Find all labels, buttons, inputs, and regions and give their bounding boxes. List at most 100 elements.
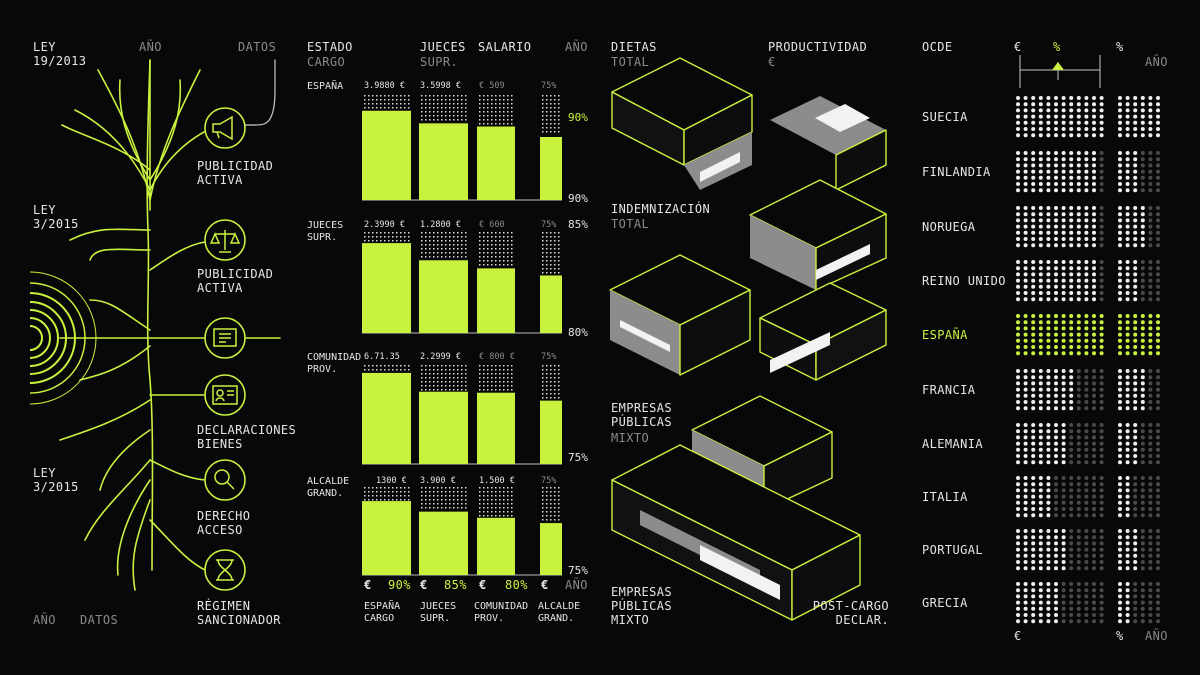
matrix-dot <box>1031 547 1036 552</box>
value-label: 2.2999 € <box>420 352 461 362</box>
bar-ghost-dot <box>465 365 467 367</box>
matrix-dot <box>1099 338 1104 343</box>
bar-ghost-dot <box>507 252 509 254</box>
matrix-dot <box>1156 314 1160 318</box>
matrix-dot <box>1054 553 1058 558</box>
bar-ghost-dot <box>461 119 463 121</box>
bar <box>419 391 468 464</box>
bar-ghost-dot <box>487 503 489 505</box>
matrix-dot <box>1061 606 1066 611</box>
matrix-dot <box>1133 175 1138 180</box>
matrix-dot <box>1118 175 1122 180</box>
matrix-dot <box>1069 441 1074 446</box>
bar-ghost-dot <box>433 499 435 501</box>
bar-ghost-dot <box>421 503 423 505</box>
matrix-dot <box>1084 320 1089 325</box>
bar-ghost-dot <box>429 107 431 109</box>
bar-ghost-dot <box>453 503 455 505</box>
matrix-dot <box>1061 553 1066 558</box>
matrix-dot <box>1023 175 1028 180</box>
bar-ghost-dot <box>376 95 378 97</box>
matrix-dot <box>1031 278 1036 283</box>
matrix-dot <box>1054 507 1058 511</box>
bar-ghost-dot <box>425 503 427 505</box>
bar-ghost-dot <box>479 491 481 493</box>
bar-ghost-dot <box>445 487 447 489</box>
matrix-dot <box>1023 163 1028 168</box>
matrix-dot <box>1023 600 1028 605</box>
matrix-dot <box>1084 488 1089 493</box>
bar-ghost-dot <box>554 511 556 513</box>
bar-ghost-dot <box>465 248 467 250</box>
matrix-dot <box>1023 266 1028 271</box>
bar-ghost-dot <box>445 244 447 246</box>
matrix-dot <box>1076 600 1081 605</box>
country-label: REINO UNIDO <box>922 274 1006 288</box>
bar-ghost-dot <box>449 111 451 113</box>
matrix-dot <box>1023 243 1028 248</box>
bar-ghost-dot <box>421 248 423 250</box>
matrix-dot <box>1140 133 1145 138</box>
group-label-espana: ESPAÑA <box>307 81 344 92</box>
matrix-dot <box>1148 513 1153 518</box>
bar-ghost-dot <box>368 103 370 105</box>
matrix-dot <box>1118 163 1122 168</box>
matrix-dot <box>1156 594 1160 599</box>
matrix-dot <box>1092 566 1096 571</box>
matrix-dot <box>1092 500 1096 505</box>
matrix-dot <box>1076 230 1081 235</box>
matrix-dot <box>1061 278 1066 283</box>
matrix-dot <box>1031 454 1036 458</box>
matrix-dot <box>1069 218 1074 223</box>
matrix-dot <box>1061 447 1066 452</box>
bar-ghost-dot <box>457 240 459 242</box>
matrix-dot <box>1148 108 1153 113</box>
bar-ghost-dot <box>449 95 451 97</box>
matrix-dot <box>1038 278 1043 283</box>
bar-ghost-dot <box>449 507 451 509</box>
matrix-dot <box>1092 460 1096 465</box>
matrix-dot <box>1023 482 1028 487</box>
matrix-dot <box>1125 588 1130 593</box>
matrix-dot <box>1099 600 1104 605</box>
bar-ghost-dot <box>425 232 427 234</box>
matrix-dot <box>1156 151 1160 155</box>
matrix-dot <box>1046 369 1051 373</box>
bar-ghost-dot <box>433 232 435 234</box>
bar-ghost-dot <box>491 365 493 367</box>
matrix-dot <box>1054 400 1058 404</box>
matrix-dot <box>1140 606 1145 611</box>
matrix-dot <box>1125 272 1130 277</box>
matrix-dot <box>1140 482 1145 487</box>
bar-ghost-dot <box>421 236 423 238</box>
matrix-dot <box>1038 206 1043 210</box>
bar-ghost-dot <box>503 487 505 489</box>
bar-ghost-dot <box>491 377 493 379</box>
bar-ghost-dot <box>404 365 406 367</box>
matrix-dot <box>1076 151 1081 155</box>
matrix-dot <box>1118 284 1122 289</box>
matrix-dot <box>1061 266 1066 271</box>
matrix-dot <box>1084 482 1089 487</box>
right-tick: 85% <box>568 218 588 231</box>
matrix-dot <box>1140 507 1145 511</box>
bar-ghost-dot <box>392 232 394 234</box>
matrix-dot <box>1156 560 1160 564</box>
matrix-dot <box>1118 375 1122 380</box>
matrix-dot <box>1148 218 1153 223</box>
matrix-dot <box>1125 96 1130 100</box>
matrix-dot <box>1076 423 1081 427</box>
bar <box>362 110 411 200</box>
bar-ghost-dot <box>479 503 481 505</box>
bar-ghost-dot <box>558 244 560 246</box>
matrix-dot <box>1118 102 1122 107</box>
bar-ghost-dot <box>550 272 552 274</box>
matrix-dot <box>1054 291 1058 295</box>
bar-ghost-dot <box>507 123 509 125</box>
col-subheader-cargo: CARGO <box>307 55 346 69</box>
bar-ghost-dot <box>392 499 394 501</box>
ocde-footer-euro: € <box>1014 629 1022 643</box>
bar-ghost-dot <box>491 248 493 250</box>
matrix-dot <box>1031 175 1036 180</box>
bar-ghost-dot <box>433 369 435 371</box>
